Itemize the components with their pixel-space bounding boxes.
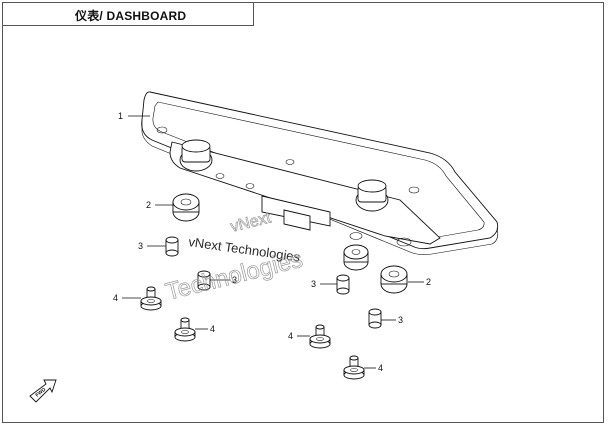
- callout-2-right: 2: [426, 277, 431, 287]
- spacer-d: [368, 308, 382, 329]
- bolt-c: [309, 324, 331, 349]
- callouts: 1 2 2 3 3 3 3 4 4 4 4: [113, 111, 431, 373]
- fwd-arrow-icon: FWD: [29, 379, 57, 403]
- watermark-line-3: vNext: [229, 209, 273, 236]
- callout-3-a: 3: [138, 241, 143, 251]
- grommet-center: [343, 244, 369, 271]
- callout-4-d: 4: [378, 363, 383, 373]
- callout-2-left: 2: [146, 200, 151, 210]
- callout-4-a: 4: [113, 293, 118, 303]
- callout-3-d: 3: [398, 315, 403, 325]
- bolt-d: [343, 355, 365, 380]
- grommet-right: [380, 265, 408, 294]
- bolt-b: [174, 317, 196, 342]
- fwd-label: FWD: [35, 387, 48, 399]
- spacer-c: [336, 274, 350, 295]
- callout-3-b: 3: [232, 275, 237, 285]
- dashboard-housing: [141, 91, 499, 255]
- callout-4-c: 4: [288, 331, 293, 341]
- spacer-a: [165, 236, 179, 257]
- callout-4-b: 4: [210, 324, 215, 334]
- grommet-left: [172, 193, 200, 222]
- drawing-frame: [2, 2, 604, 423]
- callout-1: 1: [118, 111, 123, 121]
- bolt-a: [140, 286, 162, 311]
- spacer-b: [197, 270, 211, 291]
- title-box: 仪表/ DASHBOARD: [2, 2, 254, 26]
- leader-lines: [122, 115, 424, 369]
- page-title: 仪表/ DASHBOARD: [75, 9, 187, 23]
- callout-3-c: 3: [311, 279, 316, 289]
